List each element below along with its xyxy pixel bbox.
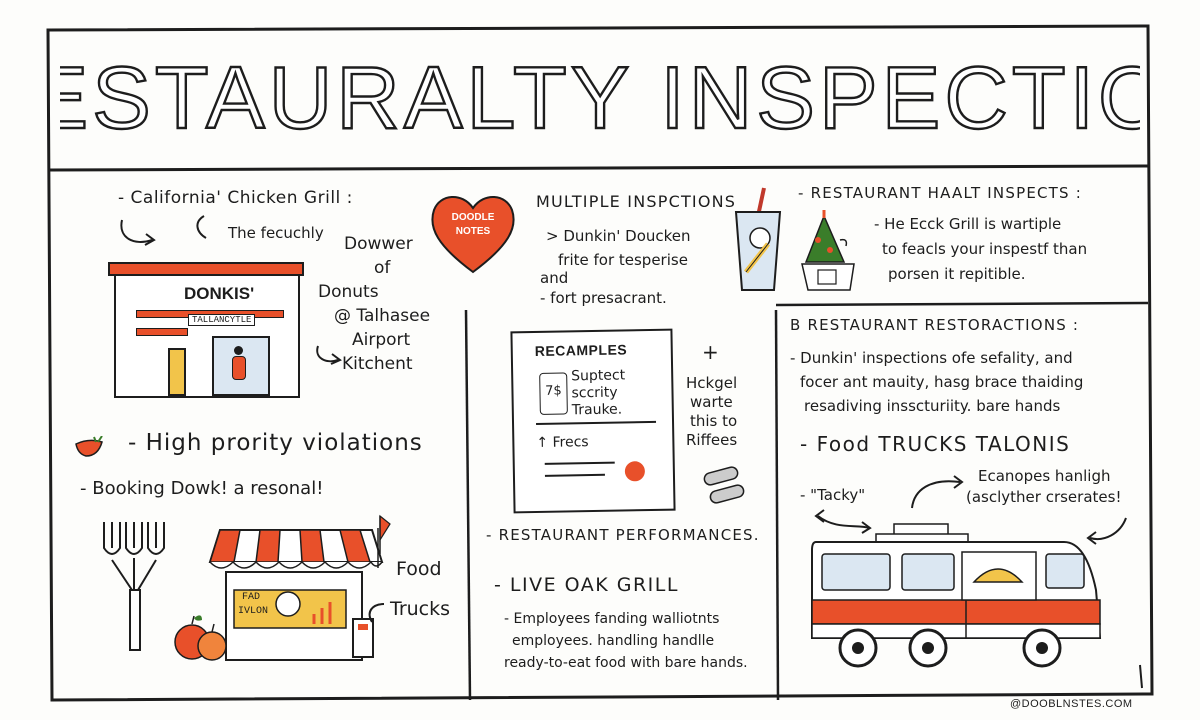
employees-line: - Employees fanding walliotnts — [504, 611, 720, 627]
side-note-line: of — [374, 258, 391, 278]
page-title: RESTAURALTY INSPECTION — [0, 42, 1200, 152]
restorations-line: - Dunkin' inspections ofe sefality, and — [790, 349, 1073, 367]
checklist-card: RECAMPLES 7$ Suptect sccrity Trauke. ↑ F… — [510, 328, 676, 514]
register-icon — [352, 618, 374, 658]
left-subnote: The fecuchly — [228, 224, 324, 242]
side-note-line: Donuts — [318, 282, 379, 302]
food-label: Food — [396, 558, 442, 580]
side-note-line: @ Talhasee — [334, 306, 431, 326]
left-heading: - California' Chicken Grill : — [118, 188, 353, 208]
middle-line: > Dunkin' Doucken — [546, 227, 691, 245]
trucks-label: Trucks — [390, 598, 451, 620]
donut-store-illustration: DONKIS' TALLANCYTLE — [108, 262, 306, 398]
side-note-line: Dowwer — [344, 234, 413, 254]
tacky-label: - "Tacky" — [800, 486, 866, 504]
store-subsign: TALLANCYTLE — [188, 314, 256, 326]
food-trucks-heading: - Food TRUCKS TALONIS — [800, 432, 1071, 456]
side-text-line: Hckgel — [686, 374, 738, 392]
performances-heading: - RESTAURANT PERFORMANCES. — [486, 526, 760, 544]
badge-line: NOTES — [455, 226, 491, 237]
food-stall-illustration: FAD IVLON — [206, 528, 386, 662]
middle-line: - fort presacrant. — [540, 289, 667, 307]
right-line: to feacls your inspestf than — [882, 240, 1088, 258]
side-note-line: Kitchent — [342, 354, 413, 374]
card-text-line: Trauke. — [571, 401, 623, 419]
right-line: porsen it repitible. — [888, 265, 1026, 283]
restorations-text: - Dunkin' inspections ofe sefality, and … — [790, 346, 1083, 418]
card-text-line: sccrity — [571, 384, 618, 402]
escapes-text: Ecanopes hanligh (asclyther crserates! — [966, 466, 1121, 508]
card-title: RECAMPLES — [534, 341, 628, 360]
violations-text: - High prority violations — [128, 430, 423, 456]
live-oak-heading: - LIVE OAK GRILL — [494, 574, 679, 596]
right-lines: - He Ecck Grill is wartiple to feacls yo… — [874, 212, 1087, 287]
power-icon — [624, 461, 646, 482]
restorations-line: focer ant mauity, hasg brace thaiding — [800, 373, 1084, 391]
restorations-line: resadiving insscturiity. bare hands — [804, 397, 1061, 415]
card-text-line: Suptect — [571, 367, 626, 385]
employees-line: ready-to-eat food with bare hands. — [504, 655, 748, 671]
tomato-icon — [74, 436, 104, 458]
jar-icon: 7$ — [539, 372, 568, 415]
middle-line: and — [540, 269, 569, 287]
plus-sign: + — [702, 340, 719, 364]
employees-line: employees. handling handlle — [512, 633, 715, 649]
middle-side-text: Hckgel warte this to Riffees — [686, 374, 737, 450]
right-line: - He Ecck Grill is wartiple — [874, 215, 1062, 233]
escapes-line: Ecanopes hanligh — [978, 467, 1111, 485]
stall-sign-line: FAD — [242, 592, 261, 603]
middle-heading: MULTIPLE INSPCTIONS — [536, 192, 737, 211]
side-text-line: warte — [690, 393, 733, 411]
right-heading: - RESTAURANT HAALT INSPECTS : — [798, 184, 1082, 202]
side-text-line: Riffees — [686, 431, 738, 449]
escapes-line: (asclyther crserates! — [966, 488, 1122, 506]
left-side-note: Dowwer of Donuts @ Talhasee Airport Kitc… — [318, 232, 430, 376]
store-sign: DONKIS' — [184, 284, 255, 303]
food-truck-illustration — [806, 520, 1106, 680]
badge-line: DOODLE — [451, 212, 495, 223]
person-icon — [232, 356, 246, 380]
page-title-text: RESTAURALTY INSPECTION — [60, 48, 1140, 147]
employees-text: - Employees fanding walliotnts employees… — [504, 608, 748, 674]
side-text-line: this to — [690, 412, 738, 430]
restorations-heading: B RESTAURANT RESTORACTIONS : — [790, 316, 1080, 334]
middle-line: frite for tesperise — [558, 251, 688, 269]
middle-lines: > Dunkin' Doucken frite for tesperise an… — [540, 224, 691, 310]
side-note-line: Airport — [352, 330, 411, 350]
booking-text: - Booking Dowk! a resonal! — [80, 478, 324, 499]
stall-sign-line: IVLON — [238, 606, 269, 617]
credit-text: @DOOBLNSTES.COM — [1010, 698, 1133, 710]
card-list-item: ↑ Frecs — [536, 434, 589, 451]
doodle-notes-badge: DOODLE NOTES — [428, 190, 518, 274]
card-price: 7$ — [545, 383, 562, 399]
